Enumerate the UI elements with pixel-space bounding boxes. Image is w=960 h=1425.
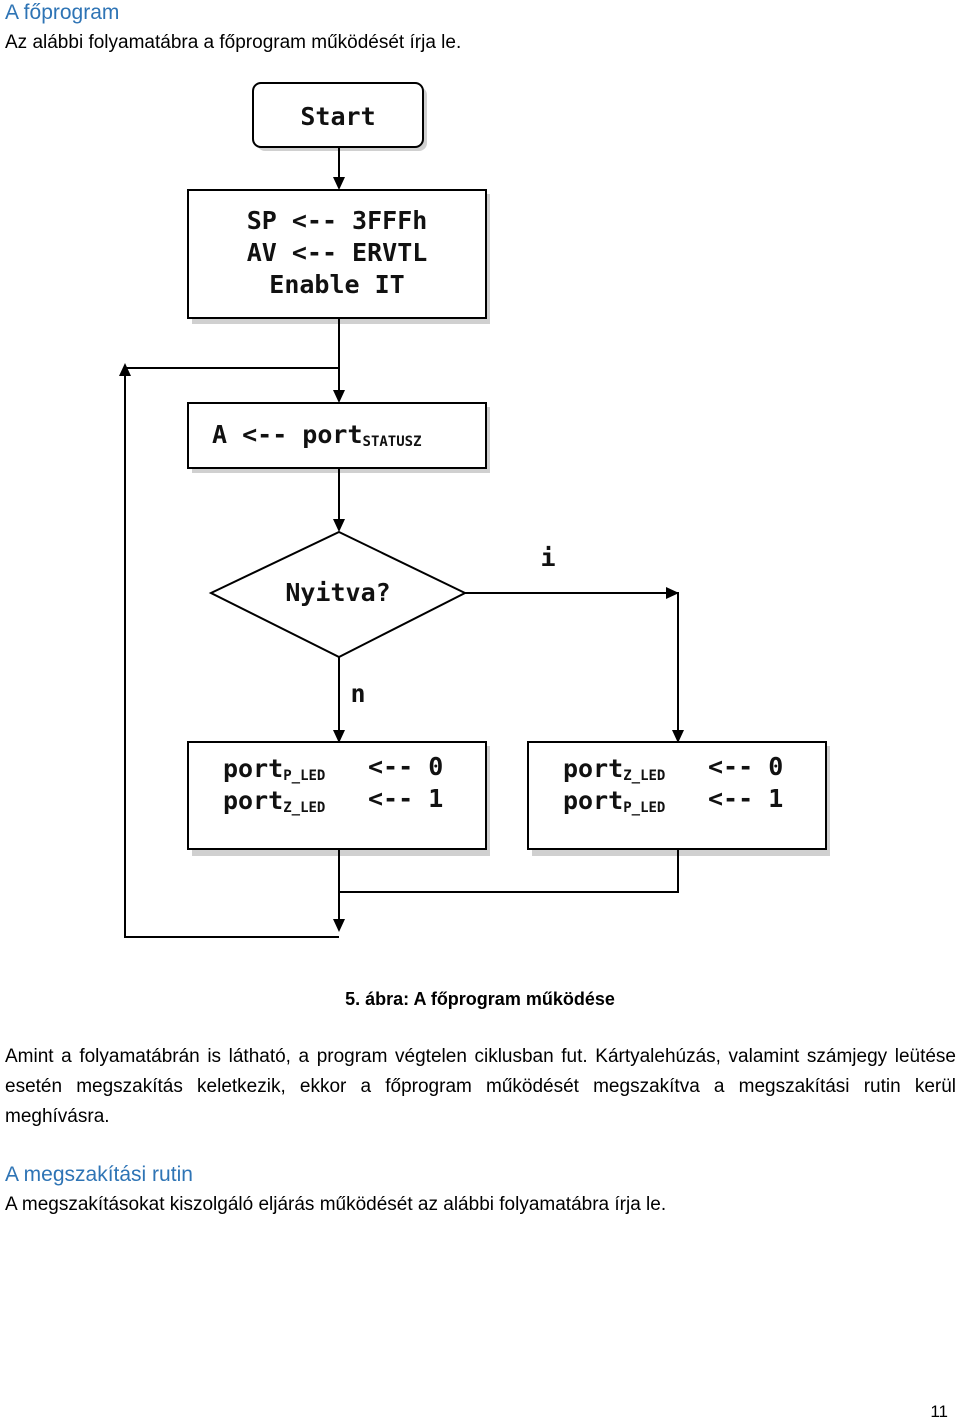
decision-yes-label: i — [540, 543, 555, 572]
decision-label: Nyitva? — [285, 578, 390, 607]
section-intro-interrupt-routine: A megszakításokat kiszolgáló eljárás műk… — [5, 1194, 667, 1215]
open-line-z-led: portZ_LED — [563, 754, 665, 784]
closed-line-z-led-value: <-- 1 — [368, 784, 443, 813]
closed-line-p-led-value: <-- 0 — [368, 752, 443, 781]
read-status-box: A <-- portSTATUSZ — [187, 402, 487, 469]
page-number: 11 — [930, 1402, 948, 1421]
description-paragraph: Amint a folyamatábrán is látható, a prog… — [5, 1046, 956, 1127]
closed-line-p-led: portP_LED — [223, 754, 325, 784]
closed-branch-box: portP_LED <-- 0 portZ_LED <-- 1 — [187, 741, 487, 850]
open-line-p-led-value: <-- 1 — [708, 784, 783, 813]
decision-node: Nyitva? — [208, 530, 468, 659]
start-node: Start — [252, 82, 424, 148]
init-process-box: SP <-- 3FFFh AV <-- ERVTL Enable IT — [187, 189, 487, 319]
init-line-stack-pointer: SP <-- 3FFFh — [247, 206, 428, 235]
section-title-main-program: A főprogram — [5, 1, 120, 24]
open-line-p-led: portP_LED — [563, 786, 665, 816]
open-line-z-led-value: <-- 0 — [708, 752, 783, 781]
closed-line-z-led: portZ_LED — [223, 786, 325, 816]
open-branch-box: portZ_LED <-- 0 portP_LED <-- 1 — [527, 741, 827, 850]
start-label: Start — [300, 102, 375, 131]
decision-no-label: n — [350, 679, 365, 708]
section-intro-main-program: Az alábbi folyamatábra a főprogram működ… — [5, 32, 462, 53]
read-status-label: A <-- portSTATUSZ — [212, 420, 422, 450]
figure-caption: 5. ábra: A főprogram működése — [345, 989, 615, 1009]
init-line-enable-it: Enable IT — [269, 270, 404, 299]
init-line-vector: AV <-- ERVTL — [247, 238, 428, 267]
flowchart-diagram: Start SP <-- 3FFFh AV <-- ERVTL Enable I… — [119, 82, 830, 938]
section-title-interrupt-routine: A megszakítási rutin — [5, 1163, 193, 1186]
